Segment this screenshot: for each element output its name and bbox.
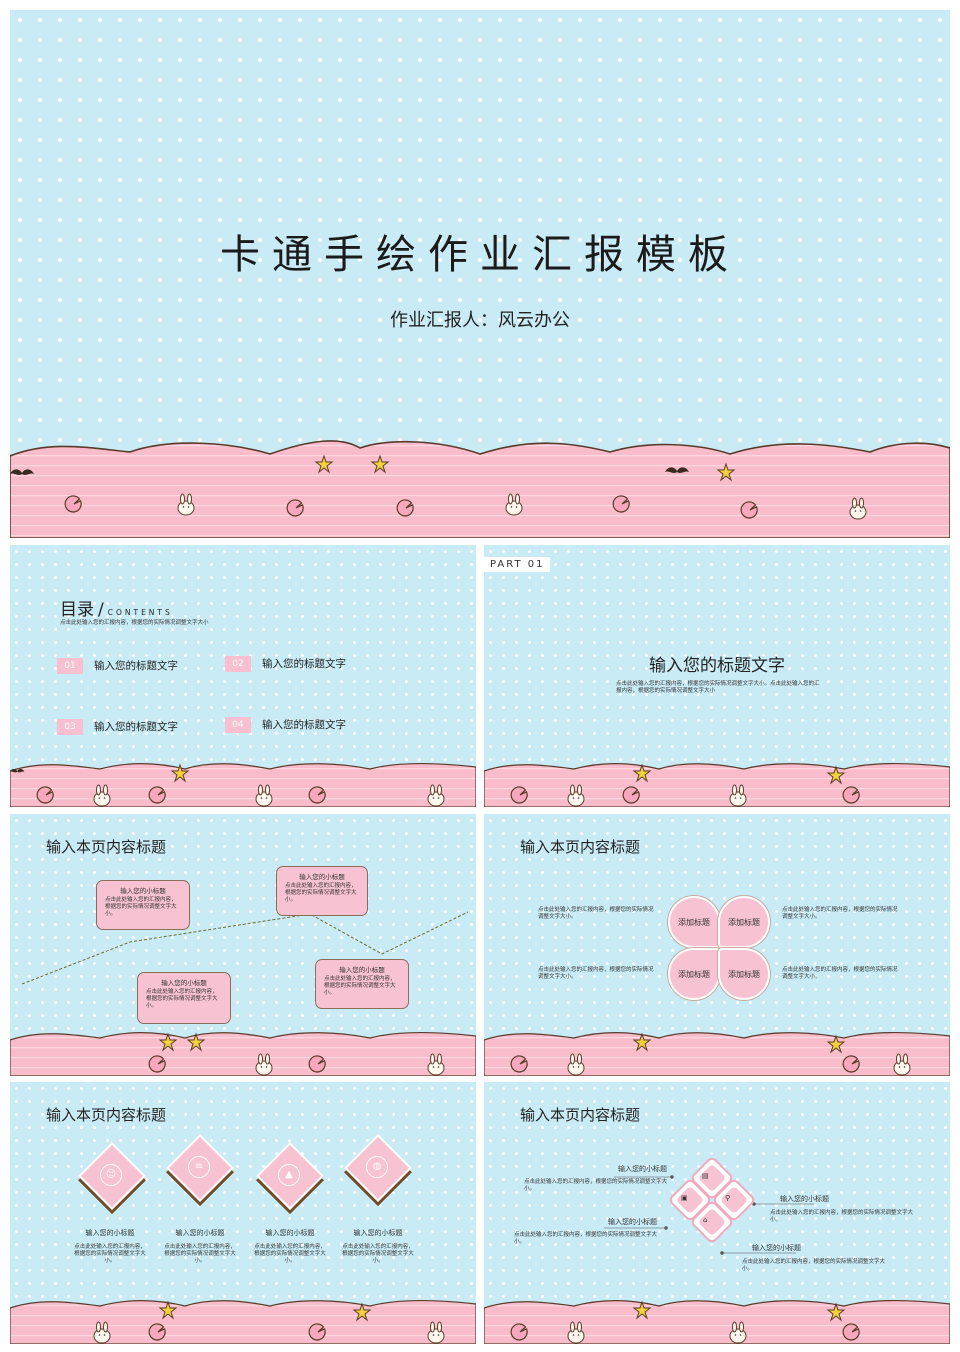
dashed-connector	[21, 911, 469, 985]
petal-text: 点击此处输入您的汇报内容，根据您的实际情况调整文字大小。	[782, 967, 898, 980]
toc-item-1[interactable]: 输入您的标题文字	[94, 660, 178, 672]
document-icon: ≡	[188, 1156, 210, 1178]
part-title: 输入您的标题文字	[649, 656, 785, 676]
user-icon: ☺	[100, 1164, 122, 1186]
cluster-slide: 输入本页内容标题 ▤ ▣ ⚲ ⌂ 输入您的小标题 点击此处输入您的汇报内容，根据…	[484, 1082, 950, 1344]
bubble-4: 输入您的小标题点击此处输入您的汇报内容，根据您的实际情况调整文字大小。	[315, 959, 409, 1009]
petal-slide: 输入本页内容标题 添加标题 添加标题 添加标题 添加标题 点击此处输入您的汇报内…	[484, 814, 950, 1076]
pacman-icon	[842, 786, 861, 804]
toc-item-2[interactable]: 输入您的标题文字	[262, 658, 346, 670]
item-heading: 输入您的小标题	[752, 1244, 801, 1252]
pacman-icon	[148, 786, 167, 804]
cover-slide: 卡通手绘作业汇报模板 作业汇报人：风云办公	[10, 10, 950, 538]
globe-icon: ◍	[366, 1156, 388, 1178]
leader-lines	[604, 1175, 814, 1255]
folder-icon: ▣	[681, 1194, 688, 1202]
bubble-2: 输入您的小标题点击此处输入您的汇报内容，根据您的实际情况调整文字大小。	[276, 866, 368, 916]
pacman-icon	[510, 1055, 529, 1073]
item-heading: 输入您的小标题	[780, 1195, 829, 1203]
cartoon-band	[10, 1031, 476, 1076]
petal-text: 点击此处输入您的汇报内容，根据您的实际情况调整文字大小。	[538, 967, 654, 980]
item-heading: 输入您的小标题	[175, 1229, 225, 1237]
pacman-icon	[612, 495, 631, 513]
toc-heading: 目录/CONTENTS	[60, 600, 173, 620]
pacman-icon	[308, 786, 327, 804]
item-body: 点击此处输入您的汇报内容，根据您的实际情况调整文字大小。	[742, 1259, 886, 1272]
slide-title: 输入本页内容标题	[46, 1106, 167, 1124]
toc-num: 01	[57, 658, 83, 674]
search-icon: ⚲	[725, 1194, 731, 1202]
item-body: 点击此处输入您的汇报内容，根据您的实际情况调整文字大小。	[524, 1179, 668, 1192]
pacman-icon	[510, 786, 529, 804]
item-body: 点击此处输入您的汇报内容，根据您的实际情况调整文字大小。	[254, 1244, 326, 1264]
pacman-icon	[36, 786, 55, 804]
slide-title: 输入本页内容标题	[520, 838, 641, 856]
item-body: 点击此处输入您的汇报内容，根据您的实际情况调整文字大小。	[164, 1244, 236, 1264]
diamond-slide: 输入本页内容标题 ☺ ≡ ▲ ◍ 输入您的小标题 点击此处输入您的汇报内容，根据…	[10, 1082, 476, 1344]
bubble-1: 输入您的小标题点击此处输入您的汇报内容，根据您的实际情况调整文字大小。	[96, 880, 190, 930]
part-tag: PART 01	[484, 557, 551, 572]
toc-item-4[interactable]: 输入您的标题文字	[262, 719, 346, 731]
cartoon-band	[484, 1031, 950, 1076]
item-body: 点击此处输入您的汇报内容，根据您的实际情况调整文字大小。	[342, 1244, 414, 1264]
pacman-icon	[308, 1323, 327, 1341]
pacman-icon	[148, 1323, 167, 1341]
document-icon: ▤	[702, 1172, 709, 1180]
pacman-icon	[396, 499, 415, 517]
pacman-icon	[286, 499, 305, 517]
toc-num: 02	[225, 656, 251, 672]
pacman-icon	[842, 1055, 861, 1073]
petal-2[interactable]: 添加标题	[718, 896, 770, 948]
part-body: 点击此处输入您的汇报内容，根据您的实际情况调整文字大小。点击此处输入您的汇报内容…	[616, 681, 820, 694]
petal-text: 点击此处输入您的汇报内容，根据您的实际情况调整文字大小。	[538, 907, 654, 920]
pacman-icon	[148, 1055, 167, 1073]
bubble-3: 输入您的小标题点击此处输入您的汇报内容，根据您的实际情况调整文字大小。	[137, 972, 231, 1024]
cartoon-band	[10, 1299, 476, 1344]
petal-1[interactable]: 添加标题	[668, 896, 720, 948]
cartoon-band	[10, 440, 950, 538]
item-heading: 输入您的小标题	[618, 1165, 667, 1173]
toc-item-3[interactable]: 输入您的标题文字	[94, 721, 178, 733]
petal-4[interactable]: 添加标题	[718, 948, 770, 1000]
item-heading: 输入您的小标题	[353, 1229, 403, 1237]
pacman-icon	[842, 1323, 861, 1341]
item-body: 点击此处输入您的汇报内容，根据您的实际情况调整文字大小。	[514, 1232, 658, 1245]
item-body: 点击此处输入您的汇报内容，根据您的实际情况调整文字大小。	[74, 1244, 146, 1264]
petal-3[interactable]: 添加标题	[668, 948, 720, 1000]
item-heading: 输入您的小标题	[265, 1229, 315, 1237]
pacman-icon	[308, 1055, 327, 1073]
item-heading: 输入您的小标题	[608, 1218, 657, 1226]
cover-title: 卡通手绘作业汇报模板	[220, 232, 740, 278]
part-slide: PART 01 输入您的标题文字 点击此处输入您的汇报内容，根据您的实际情况调整…	[484, 545, 950, 807]
pacman-icon	[64, 495, 83, 513]
home-icon: ⌂	[703, 1216, 708, 1224]
petal-text: 点击此处输入您的汇报内容，根据您的实际情况调整文字大小。	[782, 907, 898, 920]
toc-num: 04	[225, 717, 251, 733]
toc-num: 03	[57, 719, 83, 735]
pacman-icon	[740, 501, 759, 519]
toc-slide: 目录/CONTENTS 点击此处输入您的汇报内容，根据您的实际情况调整文字大小 …	[10, 545, 476, 807]
pacman-icon	[510, 1323, 529, 1341]
slide-title: 输入本页内容标题	[46, 838, 167, 856]
bubble-slide: 输入本页内容标题 输入您的小标题点击此处输入您的汇报内容，根据您的实际情况调整文…	[10, 814, 476, 1076]
cartoon-band	[484, 762, 950, 807]
cover-subtitle: 作业汇报人：风云办公	[390, 310, 570, 331]
slide-title: 输入本页内容标题	[520, 1106, 641, 1124]
item-heading: 输入您的小标题	[85, 1229, 135, 1237]
rocket-icon: ▲	[278, 1164, 300, 1186]
toc-note: 点击此处输入您的汇报内容，根据您的实际情况调整文字大小	[60, 620, 209, 626]
item-body: 点击此处输入您的汇报内容，根据您的实际情况调整文字大小。	[770, 1210, 914, 1223]
cartoon-band	[10, 762, 476, 807]
pacman-icon	[622, 786, 641, 804]
cartoon-band	[484, 1299, 950, 1344]
